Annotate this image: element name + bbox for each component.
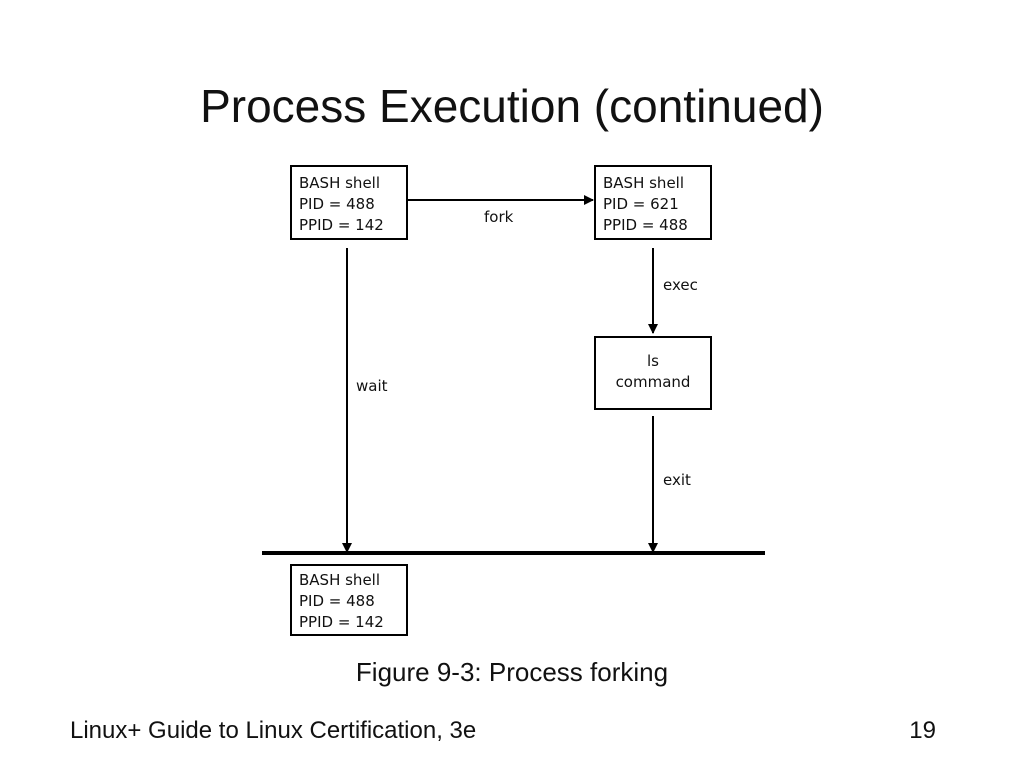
result-process-pid: PID = 488 [299,592,375,610]
page-number: 19 [909,717,936,744]
parent-process-name: BASH shell [299,174,380,192]
child-process-ppid: PPID = 488 [603,216,688,234]
figure-caption: Figure 9-3: Process forking [355,657,669,687]
wait-label: wait [356,377,388,395]
parent-process-pid: PID = 488 [299,195,375,213]
ls-command-node: ls command [594,336,712,410]
fork-label: fork [484,208,514,226]
child-process-node: BASH shell PID = 621 PPID = 488 [594,165,712,240]
parent-process-ppid: PPID = 142 [299,216,384,234]
slide-title: Process Execution (continued) [200,80,824,132]
exec-label: exec [663,276,698,294]
result-process-ppid: PPID = 142 [299,613,384,631]
result-process-node: BASH shell PID = 488 PPID = 142 [290,564,408,636]
ls-command-line-1: ls [647,352,659,370]
child-process-name: BASH shell [603,174,684,192]
exit-label: exit [663,471,691,489]
footer-course-title: Linux+ Guide to Linux Certification, 3e [70,717,477,744]
parent-process-node: BASH shell PID = 488 PPID = 142 [290,165,408,240]
result-process-name: BASH shell [299,571,380,589]
ls-command-line-2: command [616,373,691,391]
child-process-pid: PID = 621 [603,195,679,213]
